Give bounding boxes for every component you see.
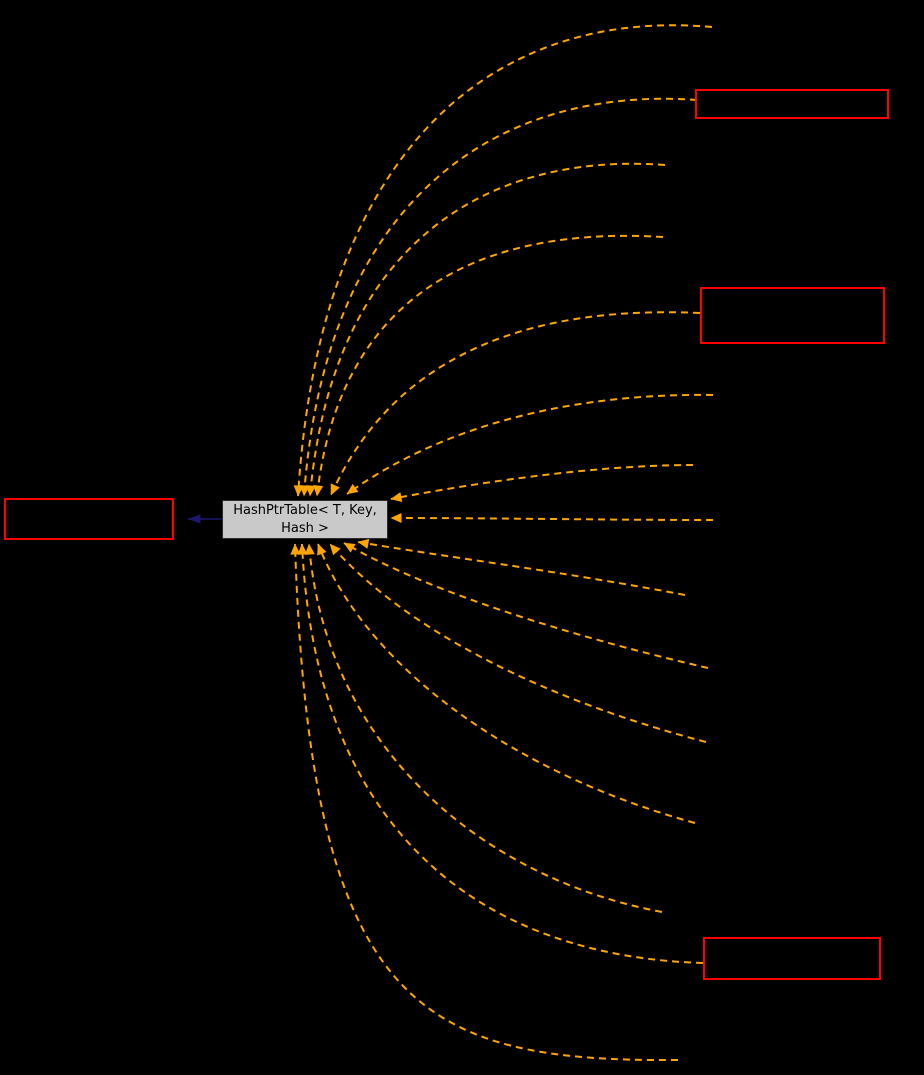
template-edge-4: [313, 234, 664, 497]
template-edge-5: [330, 311, 701, 496]
template-edge-11: [329, 543, 707, 743]
related-node-box-left[interactable]: [4, 498, 174, 540]
template-edge-8: [390, 513, 714, 524]
related-node-box-right-bot[interactable]: [703, 937, 881, 980]
related-node-box-right-mid[interactable]: [700, 287, 885, 344]
template-edge-14: [297, 543, 704, 964]
template-edge-9: [357, 538, 686, 596]
edges-layer: [187, 24, 714, 1062]
template-edge-2: [299, 97, 698, 497]
center-node-hashptrtable[interactable]: HashPtrTable< T, Key, Hash >: [222, 500, 388, 539]
template-edge-13: [304, 543, 663, 913]
center-node-label-line1: HashPtrTable< T, Key,: [233, 502, 377, 518]
template-edge-6: [346, 393, 714, 495]
template-edge-7: [390, 464, 694, 502]
template-edge-12: [317, 543, 696, 824]
template-edge-3: [305, 162, 666, 497]
center-node-label-line2: Hash >: [281, 520, 329, 536]
boxes-layer: [4, 89, 889, 980]
related-node-box-right-top[interactable]: [695, 89, 889, 119]
template-edge-1: [293, 24, 713, 497]
template-edge-15: [290, 543, 679, 1062]
